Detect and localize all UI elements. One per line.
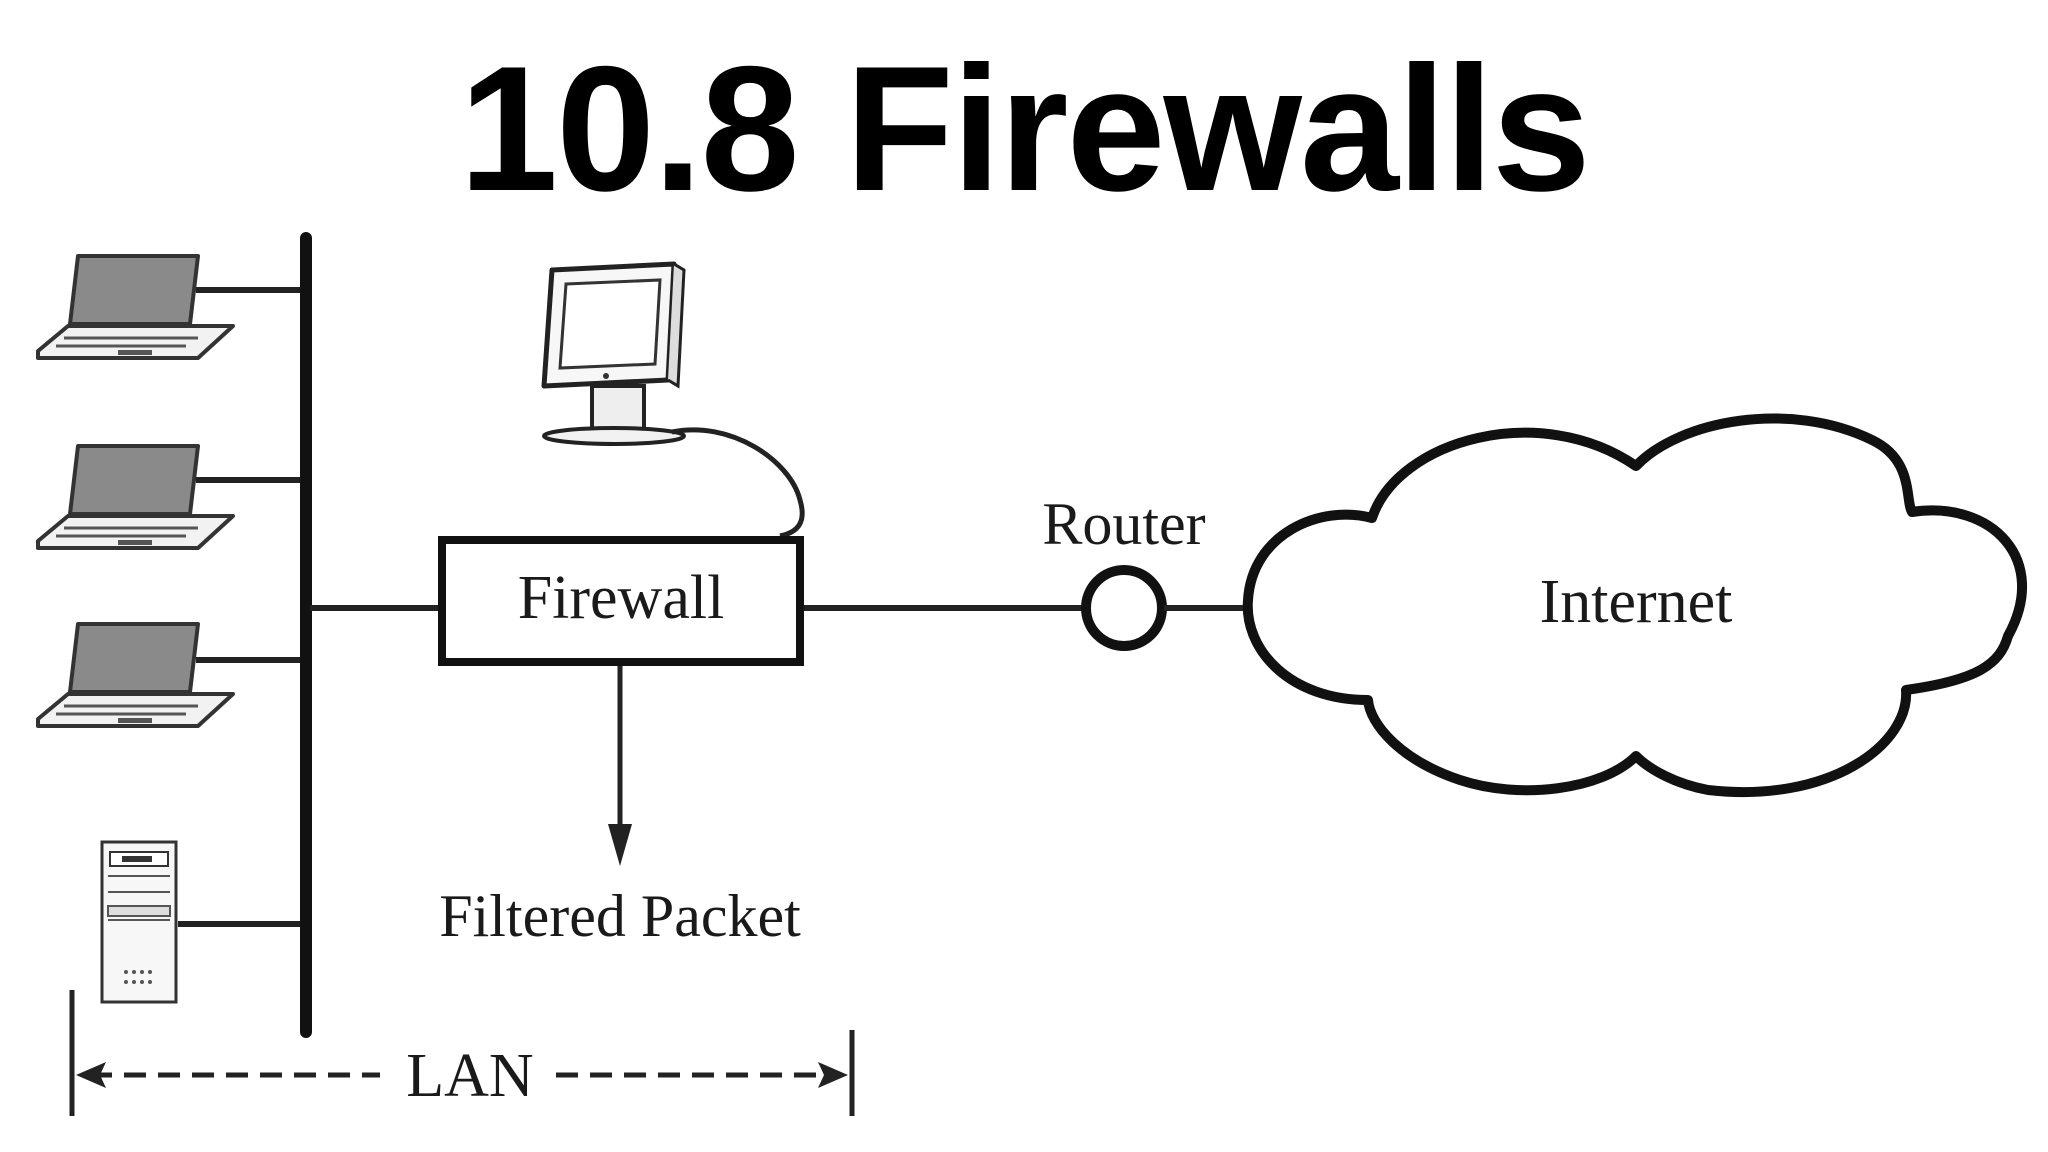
internet-label: Internet — [1540, 568, 1733, 636]
filtered-packet-label: Filtered Packet — [439, 883, 801, 949]
page-title: 10.8 Firewalls — [459, 29, 1591, 228]
monitor-icon — [541, 261, 805, 539]
arrow-left-icon — [76, 1062, 106, 1088]
firewall-box — [438, 536, 804, 666]
laptop-icon — [36, 254, 235, 360]
arrow-down-icon — [608, 824, 632, 866]
laptop-icon — [36, 622, 235, 728]
internet-cloud — [1242, 413, 2027, 797]
router-label: Router — [1042, 491, 1205, 557]
laptop-icon — [36, 444, 235, 550]
server-icon — [100, 840, 178, 1004]
router-node — [1081, 565, 1167, 651]
arrow-right-icon — [818, 1062, 848, 1088]
firewall-label: Firewall — [518, 564, 725, 632]
lan-label: LAN — [406, 1042, 533, 1110]
